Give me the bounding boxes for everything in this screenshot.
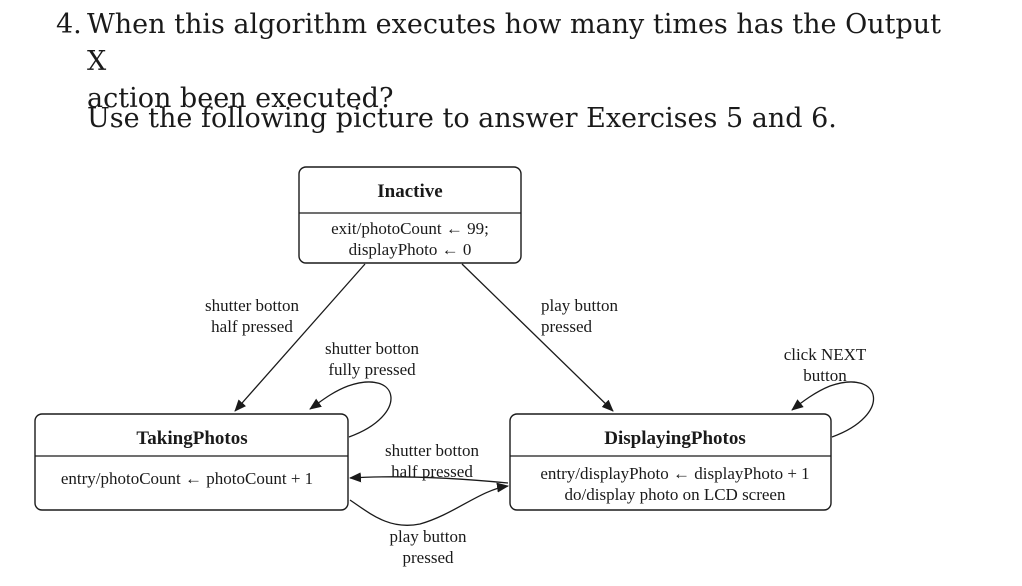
exercise-4: 4. When this algorithm executes how many…: [56, 6, 956, 117]
transition-taking-self-loop-arrow: [309, 381, 392, 438]
state-taking-photos-box: [34, 413, 349, 511]
state-displaying-photos-do-action: do/display photo on LCD screen: [565, 485, 786, 504]
transition-taking-self-label-2: fully pressed: [328, 360, 416, 379]
transition-displaying-to-taking-label-1: shutter botton: [385, 441, 479, 460]
transition-taking-self-label-1: shutter botton: [325, 339, 419, 358]
transition-inactive-to-displaying-label-1: play button: [541, 296, 618, 315]
transition-taking-to-displaying-label-2: pressed: [403, 548, 454, 567]
state-taking-photos: TakingPhotos entry/photoCount ← photoCou…: [34, 413, 349, 511]
state-inactive: Inactive exit/photoCount ← 99; displayPh…: [298, 166, 522, 264]
transition-displaying-self-label-2: button: [803, 366, 847, 385]
transition-displaying-self-label-1: click NEXT: [784, 345, 867, 364]
exercise-4-line-1: When this algorithm executes how many ti…: [87, 9, 941, 77]
state-taking-photos-name: TakingPhotos: [136, 428, 247, 449]
exercise-4-line-2: action been executed?: [87, 83, 394, 114]
transition-inactive-to-taking-label-2: half pressed: [211, 317, 293, 336]
exercise-instruction: Use the following picture to answer Exer…: [87, 103, 837, 134]
transition-taking-to-displaying-arrow: [349, 482, 509, 526]
transition-displaying-to-taking-arrow: [349, 472, 509, 484]
transition-inactive-to-displaying-arrow: [461, 263, 614, 412]
state-taking-photos-entry-action: entry/photoCount ← photoCount + 1: [61, 469, 313, 488]
transition-inactive-to-taking-arrow: [234, 263, 366, 412]
state-displaying-photos-entry-action: entry/displayPhoto ← displayPhoto + 1: [540, 464, 809, 483]
state-displaying-photos-box: [509, 413, 832, 511]
state-displaying-photos-name: DisplayingPhotos: [604, 428, 745, 449]
exercise-4-number: 4.: [56, 9, 82, 40]
transition-displaying-to-taking-label-2: half pressed: [391, 462, 473, 481]
state-displaying-photos: DisplayingPhotos entry/displayPhoto ← di…: [509, 413, 832, 511]
transition-inactive-to-displaying-label-2: pressed: [541, 317, 592, 336]
state-inactive-name: Inactive: [377, 181, 442, 202]
state-inactive-box: [298, 166, 522, 264]
state-inactive-exit-action-2: displayPhoto ← 0: [349, 240, 472, 259]
transition-inactive-to-taking-label-1: shutter botton: [205, 296, 299, 315]
transition-displaying-self-loop-arrow: [791, 381, 875, 438]
transition-taking-to-displaying-label-1: play button: [390, 527, 467, 546]
state-inactive-exit-action: exit/photoCount ← 99;: [331, 219, 489, 238]
